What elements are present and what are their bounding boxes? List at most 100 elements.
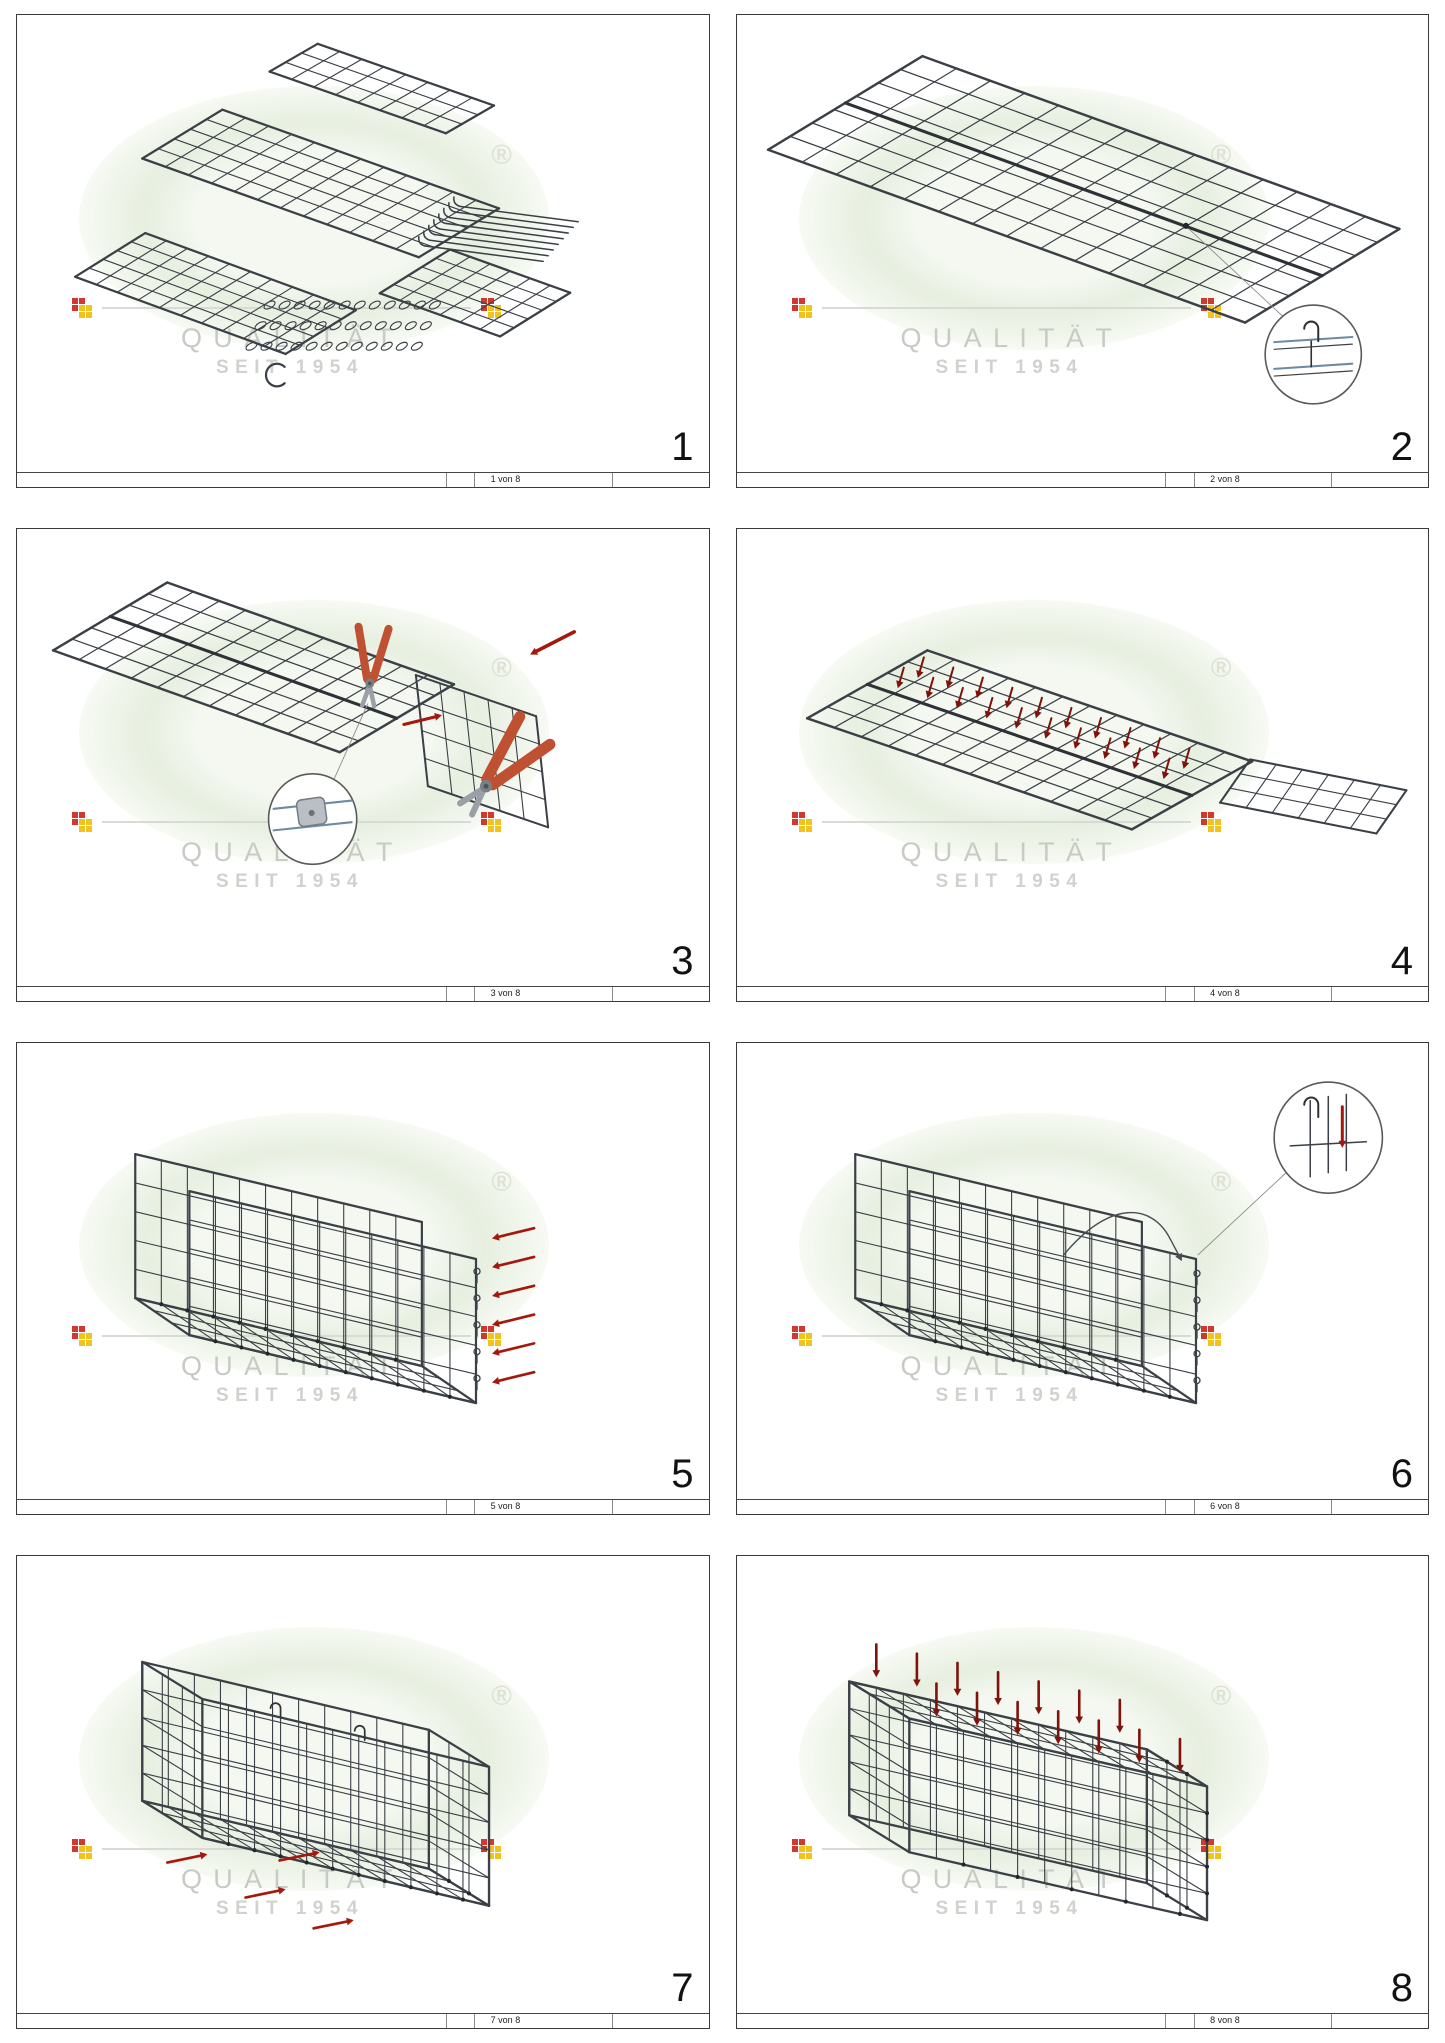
watermark-rule-row bbox=[791, 1325, 1221, 1346]
watermark-seit-text: SEIT 1954 bbox=[935, 1898, 1084, 1920]
registered-trademark-icon: ® bbox=[491, 138, 512, 170]
step-3-illustration bbox=[51, 581, 576, 865]
registered-trademark-icon: ® bbox=[491, 1166, 512, 1198]
registered-trademark-icon: ® bbox=[491, 1679, 512, 1711]
watermark-rule-row bbox=[791, 1839, 1221, 1860]
watermark-qualitaet-text: QUALITÄT bbox=[900, 1864, 1124, 1895]
title-block-divider bbox=[1331, 2014, 1333, 2028]
step-panel-1: ® QUALITÄT SEIT 1954 1 von 8 1 bbox=[16, 14, 710, 488]
title-block-cell bbox=[1165, 472, 1195, 487]
step-number: 1 bbox=[671, 424, 694, 469]
step-4-illustration bbox=[805, 648, 1407, 835]
registered-trademark-icon: ® bbox=[491, 652, 512, 684]
step-2-illustration bbox=[766, 54, 1401, 405]
title-block-divider bbox=[1331, 986, 1333, 1001]
title-block: 7 von 8 bbox=[17, 2013, 709, 2028]
title-block-cell bbox=[445, 986, 476, 1001]
watermark-text: QUALITÄT SEIT 1954 bbox=[791, 1839, 1221, 1920]
registered-trademark-icon: ® bbox=[1210, 652, 1232, 684]
title-block-cell bbox=[1165, 1500, 1195, 1515]
title-block: 6 von 8 bbox=[736, 1499, 1428, 1515]
step-7-illustration bbox=[141, 1661, 491, 1930]
sheet-count-label: 7 von 8 bbox=[490, 2015, 521, 2025]
watermark-rule bbox=[102, 1334, 472, 1337]
watermark-rule bbox=[102, 1848, 472, 1851]
step-panel-7: ® QUALITÄT SEIT 1954 7 von 8 7 bbox=[16, 1555, 710, 2029]
brand-checker-icon bbox=[72, 1325, 93, 1346]
step-panel-8: ® QUALITÄT SEIT 1954 8 von 8 8 bbox=[735, 1555, 1429, 2029]
watermark-seit-text: SEIT 1954 bbox=[215, 357, 364, 379]
watermark-rule-row bbox=[791, 811, 1221, 832]
title-block-cell bbox=[445, 472, 476, 487]
step-number: 4 bbox=[1390, 938, 1413, 983]
brand-checker-icon bbox=[791, 1839, 812, 1860]
watermark-rule bbox=[821, 307, 1191, 310]
sheet-count-label: 6 von 8 bbox=[1210, 1501, 1240, 1512]
watermark-text: QUALITÄT SEIT 1954 bbox=[72, 1839, 502, 1920]
step-1-illustration bbox=[74, 42, 579, 388]
title-block-cell bbox=[445, 2014, 476, 2028]
watermark-qualitaet-text: QUALITÄT bbox=[180, 1864, 404, 1895]
watermark-qualitaet-text: QUALITÄT bbox=[900, 836, 1124, 867]
brand-checker-icon bbox=[481, 811, 502, 832]
sheet-count-label: 3 von 8 bbox=[490, 987, 521, 998]
title-block: 4 von 8 bbox=[736, 985, 1428, 1001]
title-block: 8 von 8 bbox=[736, 2013, 1428, 2028]
sheet-count-label: 8 von 8 bbox=[1210, 2015, 1240, 2025]
watermark-seit-text: SEIT 1954 bbox=[935, 870, 1084, 892]
title-block-cell bbox=[1165, 2014, 1195, 2028]
registered-trademark-icon: ® bbox=[1210, 1679, 1232, 1711]
brand-checker-icon bbox=[791, 811, 812, 832]
watermark-rule bbox=[821, 1848, 1191, 1851]
title-block-cell bbox=[1165, 986, 1195, 1001]
watermark-text: QUALITÄT SEIT 1954 bbox=[791, 1325, 1221, 1407]
watermark-rule-row bbox=[791, 298, 1221, 319]
step-8-illustration bbox=[847, 1643, 1209, 1922]
sheet-count-label: 2 von 8 bbox=[1210, 473, 1240, 484]
brand-checker-icon bbox=[1200, 1325, 1221, 1346]
step-number: 3 bbox=[671, 938, 694, 983]
step-number: 7 bbox=[671, 1966, 694, 2010]
brand-checker-icon bbox=[72, 298, 93, 319]
title-block: 2 von 8 bbox=[736, 471, 1428, 487]
brand-checker-icon bbox=[791, 298, 812, 319]
watermark-seit-text: SEIT 1954 bbox=[215, 1898, 364, 1920]
step-panel-2: ® QUALITÄT SEIT 1954 2 von 8 2 bbox=[735, 14, 1429, 488]
sheet-count-label: 1 von 8 bbox=[490, 473, 521, 484]
step-panel-6: ® QUALITÄT SEIT 1954 6 von 8 6 bbox=[735, 1041, 1429, 1516]
step-6-illustration bbox=[853, 1080, 1383, 1404]
title-block-divider bbox=[611, 1500, 613, 1515]
brand-logo-ellipse: ® bbox=[798, 599, 1269, 864]
step-number: 6 bbox=[1390, 1452, 1413, 1497]
watermark-layer: ® QUALITÄT SEIT 1954 bbox=[737, 529, 1429, 1001]
watermark-text: QUALITÄT SEIT 1954 bbox=[791, 298, 1221, 379]
watermark-rule bbox=[821, 1334, 1191, 1337]
brand-checker-icon bbox=[1200, 1839, 1221, 1860]
watermark-rule-row bbox=[72, 1839, 502, 1860]
step-number: 2 bbox=[1390, 424, 1413, 469]
watermark-rule-row bbox=[72, 1325, 502, 1346]
brand-checker-icon bbox=[72, 811, 93, 832]
title-block: 1 von 8 bbox=[17, 471, 709, 487]
watermark-text: QUALITÄT SEIT 1954 bbox=[791, 811, 1221, 893]
step-5-illustration bbox=[134, 1152, 536, 1404]
title-block: 5 von 8 bbox=[17, 1499, 709, 1515]
watermark-rule bbox=[821, 820, 1191, 823]
watermark-seit-text: SEIT 1954 bbox=[935, 1384, 1084, 1406]
title-block-divider bbox=[611, 472, 613, 487]
watermark-qualitaet-text: QUALITÄT bbox=[900, 323, 1124, 354]
brand-checker-icon bbox=[1200, 811, 1221, 832]
title-block-cell bbox=[445, 1500, 476, 1515]
title-block-divider bbox=[1331, 1500, 1333, 1515]
watermark-seit-text: SEIT 1954 bbox=[935, 357, 1084, 379]
title-block-divider bbox=[611, 2014, 613, 2028]
watermark-seit-text: SEIT 1954 bbox=[215, 870, 364, 892]
title-block-divider bbox=[611, 986, 613, 1001]
title-block-divider bbox=[1331, 472, 1333, 487]
title-block: 3 von 8 bbox=[17, 985, 709, 1001]
step-panel-3: ® QUALITÄT SEIT 1954 3 von 8 3 bbox=[16, 527, 710, 1002]
watermark-seit-text: SEIT 1954 bbox=[215, 1384, 364, 1406]
brand-checker-icon bbox=[481, 1325, 502, 1346]
sheet-count-label: 4 von 8 bbox=[1210, 987, 1240, 998]
